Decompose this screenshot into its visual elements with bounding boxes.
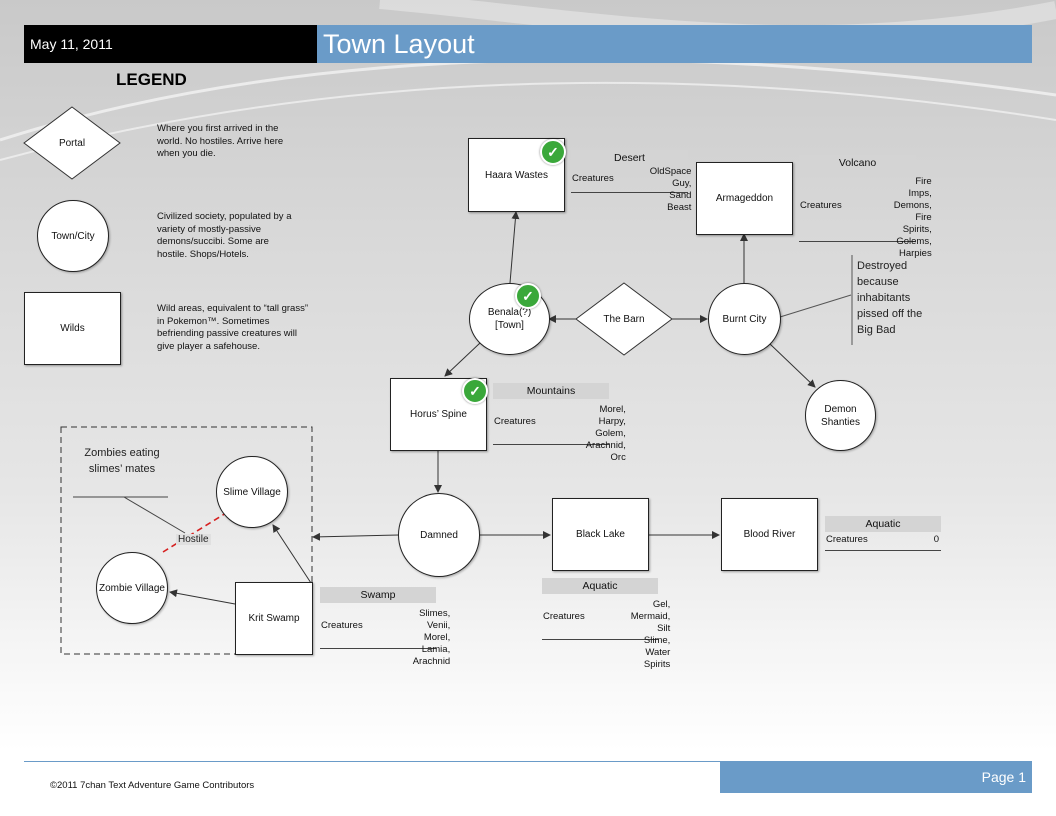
node-black-lake: Black Lake xyxy=(552,498,649,571)
info-volcano-value: Fire Imps, Demons, Fire Spirits, Golems,… xyxy=(893,176,932,259)
legend-portal-label: Portal xyxy=(58,137,86,149)
legend-wilds-desc: Wild areas, equivalent to “tall grass” i… xyxy=(157,303,309,352)
info-swamp-title: Swamp xyxy=(320,587,436,603)
edge-burnt-demon xyxy=(769,343,816,388)
legend-wilds-shape: Wilds xyxy=(24,292,121,365)
info-desert: Desert Creatures OldSpace Guy, Sand Beas… xyxy=(571,150,691,213)
check-icon: ✓ xyxy=(462,378,488,404)
info-volcano-title: Volcano xyxy=(799,155,916,171)
info-swamp-value: Slimes, Venii, Morel, Lamia, Arachnid xyxy=(412,608,451,667)
info-swamp-key: Creatures xyxy=(321,620,363,631)
info-desert-key: Creatures xyxy=(572,173,614,184)
swamp-region-border xyxy=(60,426,313,655)
info-volcano-key: Creatures xyxy=(800,200,842,211)
legend-town-shape: Town/City xyxy=(37,200,109,272)
info-aquatic-right-title: Aquatic xyxy=(825,516,941,532)
info-swamp-row: Creatures Slimes, Venii, Morel, Lamia, A… xyxy=(320,603,450,667)
info-mountains-row: Creatures Morel, Harpy, Golem, Arachnid,… xyxy=(493,399,626,463)
info-desert-value: OldSpace Guy, Sand Beast xyxy=(649,166,692,213)
edge-damned-left xyxy=(312,532,400,541)
node-demon-shanties: Demon Shanties xyxy=(805,380,876,451)
legend-title: LEGEND xyxy=(116,70,187,89)
info-aquatic-right-value: 0 xyxy=(933,534,939,545)
node-benala-type: [Town] xyxy=(495,320,524,331)
page-number: Page 1 xyxy=(720,762,1032,793)
info-aquatic-right: Aquatic Creatures 0 xyxy=(825,516,941,551)
edge-benala-haara xyxy=(509,211,520,284)
edge-krit-slime xyxy=(272,524,312,584)
node-slime-village: Slime Village xyxy=(216,456,288,528)
check-icon: ✓ xyxy=(540,139,566,165)
info-swamp: Swamp Creatures Slimes, Venii, Morel, La… xyxy=(320,587,450,667)
node-demon-line2: Shanties xyxy=(821,416,860,428)
info-aquatic-lake: Aquatic Creatures Gel, Mermaid, Silt Sli… xyxy=(542,578,670,670)
info-volcano-row: Creatures Fire Imps, Demons, Fire Spirit… xyxy=(799,171,932,259)
page-title: Town Layout xyxy=(317,25,1032,63)
edge-note-hostile xyxy=(123,496,186,534)
node-blood-river: Blood River xyxy=(721,498,818,571)
info-mountains: Mountains Creatures Morel, Harpy, Golem,… xyxy=(493,383,626,463)
info-desert-title: Desert xyxy=(571,150,688,166)
node-krit-swamp: Krit Swamp xyxy=(235,582,313,655)
edge-benala-horus xyxy=(444,342,481,377)
info-aquatic-lake-row: Creatures Gel, Mermaid, Silt Slime, Wate… xyxy=(542,594,670,670)
note-zombies: Zombies eating slimes’ mates xyxy=(84,447,160,475)
info-aquatic-lake-title: Aquatic xyxy=(542,578,658,594)
info-aquatic-right-key: Creatures xyxy=(826,534,868,545)
barn-portal xyxy=(575,282,673,356)
node-burnt-city: Burnt City xyxy=(708,283,781,355)
footer-copyright: ©2011 7chan Text Adventure Game Contribu… xyxy=(50,780,255,791)
info-mountains-key: Creatures xyxy=(494,416,536,427)
node-zombie-village: Zombie Village xyxy=(96,552,168,624)
info-desert-row: Creatures OldSpace Guy, Sand Beast xyxy=(571,166,691,213)
node-the-barn: The Barn xyxy=(603,313,645,325)
header-date: May 11, 2011 xyxy=(24,25,317,63)
info-aquatic-lake-value: Gel, Mermaid, Silt Slime, Water Spirits xyxy=(630,599,671,670)
info-mountains-value: Morel, Harpy, Golem, Arachnid, Orc xyxy=(585,404,626,463)
info-aquatic-lake-key: Creatures xyxy=(543,611,585,622)
info-mountains-title: Mountains xyxy=(493,383,609,399)
node-demon-line1: Demon xyxy=(824,403,857,415)
legend-portal-shape xyxy=(23,106,121,180)
edge-krit-zombie xyxy=(169,589,236,605)
legend-town-desc: Civilized society, populated by a variet… xyxy=(157,211,292,260)
check-icon: ✓ xyxy=(515,283,541,309)
edge-burnt-note xyxy=(779,294,852,318)
node-armageddon: Armageddon xyxy=(696,162,793,235)
legend-portal-desc: Where you first arrived in the world. No… xyxy=(157,123,284,159)
edge-hostile xyxy=(162,512,227,553)
note-burnt-city: Destroyed because inhabitants pissed off… xyxy=(857,260,923,336)
footer-divider xyxy=(24,761,1032,762)
info-volcano: Volcano Creatures Fire Imps, Demons, Fir… xyxy=(799,155,932,259)
info-aquatic-right-row: Creatures 0 xyxy=(825,532,941,551)
node-benala-name: Benala(?) xyxy=(487,307,532,318)
node-damned: Damned xyxy=(398,493,480,577)
hostile-label: Hostile xyxy=(176,534,211,545)
